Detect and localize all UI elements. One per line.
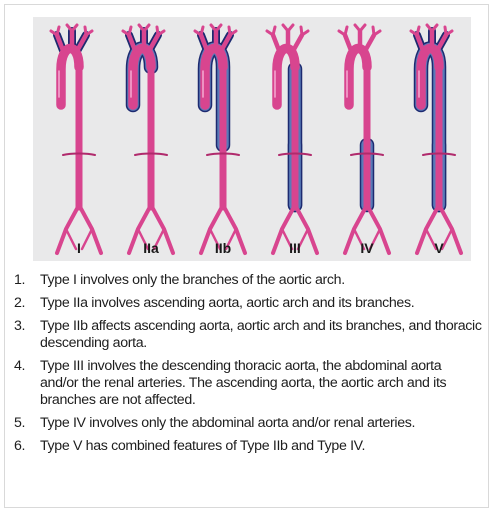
type-label: IIa	[143, 240, 159, 256]
list-item-number: 4.	[14, 358, 25, 375]
list-item-text: Type IV involves only the abdominal aort…	[40, 415, 415, 431]
branch-tip	[373, 27, 380, 35]
type-label: IIb	[215, 240, 231, 256]
branch-tip	[301, 27, 308, 35]
branch-tip	[355, 25, 365, 31]
branch-tip	[445, 27, 452, 35]
list-item-number: 1.	[14, 272, 25, 289]
branch-tip	[339, 27, 347, 35]
aorta-diagram-svg: I IIa IIb III IV V	[33, 17, 471, 261]
type-label: IV	[360, 240, 374, 256]
list-item: 6. Type V has combined features of Type I…	[14, 438, 482, 455]
list-item-text: Type III involves the descending thoraci…	[40, 358, 446, 408]
branch-tip	[411, 27, 419, 35]
branch-tip	[195, 27, 203, 35]
branch-tip	[85, 27, 92, 35]
type-label: I	[77, 240, 81, 256]
list-item: 5. Type IV involves only the abdominal ao…	[14, 415, 482, 432]
list-item-number: 2.	[14, 295, 25, 312]
aorta-diagram: I IIa IIb III IV V	[33, 17, 471, 261]
list-item-text: Type I involves only the branches of the…	[40, 272, 345, 288]
type-label: III	[289, 240, 301, 256]
aorta-figure: V	[411, 25, 461, 256]
arch-branch	[365, 35, 374, 51]
list-item-text: Type V has combined features of Type IIb…	[40, 438, 365, 454]
branch-tip	[157, 27, 164, 35]
aorta-figure: IIb	[195, 25, 245, 256]
arch-branch	[293, 35, 302, 51]
list-item-number: 3.	[14, 318, 25, 335]
list-item: 2. Type IIa involves ascending aorta, aor…	[14, 295, 482, 312]
branch-tip	[123, 27, 131, 35]
list-item-text: Type IIb affects ascending aorta, aortic…	[40, 318, 482, 351]
branch-tip	[267, 27, 275, 35]
branch-tip	[229, 27, 236, 35]
list-item: 3. Type IIb affects ascending aorta, aort…	[14, 318, 482, 352]
list-item: 4. Type III involves the descending thora…	[14, 358, 482, 409]
list-item-text: Type IIa involves ascending aorta, aorti…	[40, 295, 414, 311]
aorta-figure: III	[267, 25, 317, 256]
list-item: 1. Type I involves only the branches of t…	[14, 272, 482, 289]
list-item-number: 5.	[14, 415, 25, 432]
type-descriptions-list: 1. Type I involves only the branches of t…	[14, 272, 482, 461]
branch-tip	[51, 27, 59, 35]
branch-tip	[283, 25, 293, 31]
type-label: V	[434, 240, 444, 256]
list-item-number: 6.	[14, 438, 25, 455]
aorta-figure: IV	[339, 25, 389, 256]
aorta-figure: I	[51, 25, 101, 256]
aorta-figure: IIa	[123, 25, 173, 256]
